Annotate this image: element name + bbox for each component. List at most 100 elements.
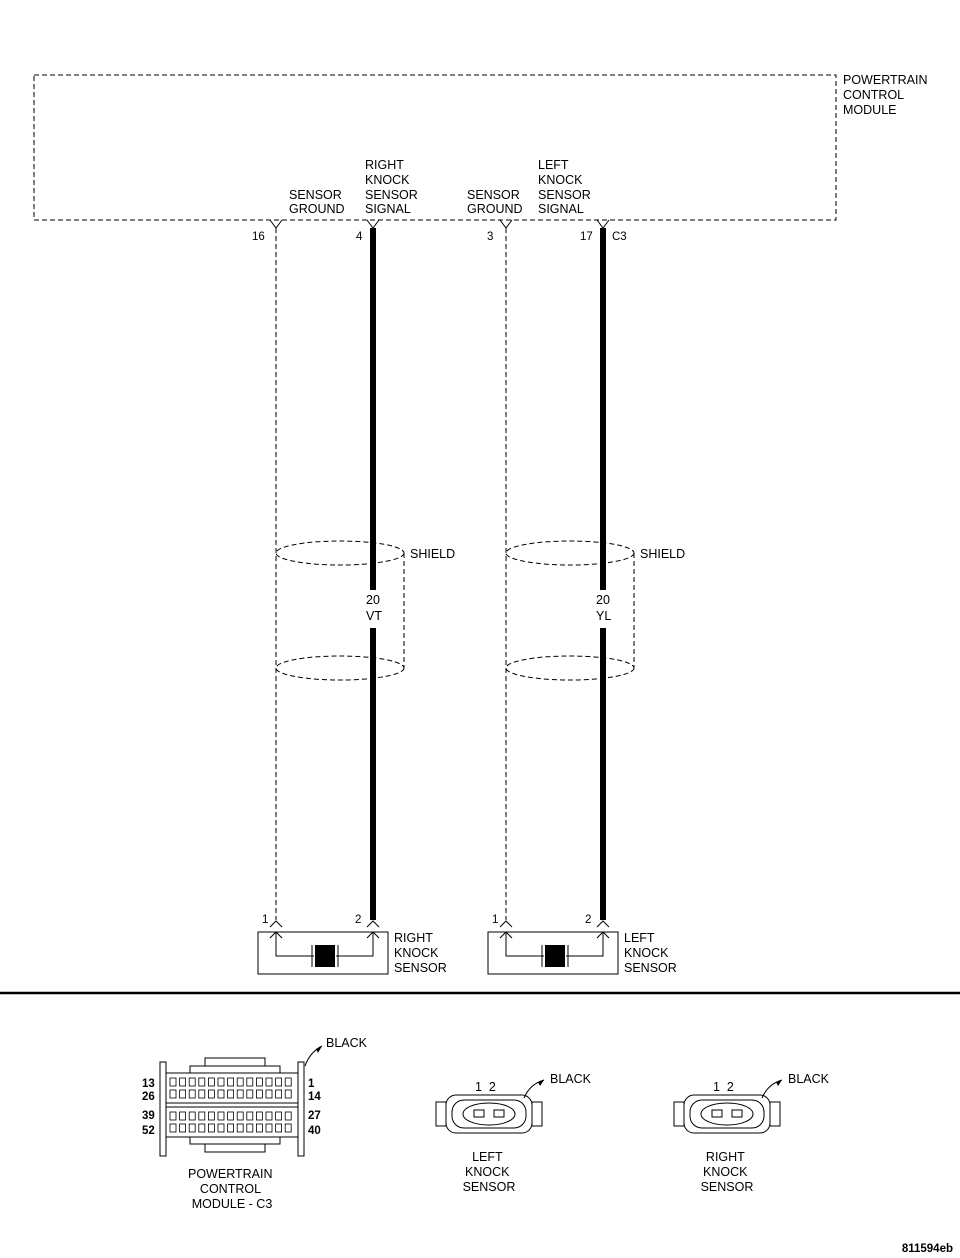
pin-cavity (236, 1111, 244, 1121)
circuit-label-sensor-ground-right: SENSOR GROUND (289, 188, 345, 216)
shield-left (505, 540, 635, 681)
pin-cavity (188, 1077, 196, 1087)
pin-cavity (275, 1089, 283, 1099)
pin-cavity (227, 1089, 235, 1099)
pin-cavity (179, 1123, 187, 1133)
right-sensor-connector-color: BLACK (788, 1072, 830, 1086)
chevron-icon (269, 931, 283, 939)
chevron-icon (499, 931, 513, 939)
pcm-module-name: POWERTRAIN CONTROL MODULE (843, 73, 931, 117)
pin-cavity (246, 1111, 254, 1121)
pin-16: 16 (252, 231, 265, 243)
pcm-module-box (33, 74, 837, 221)
pin-cavity (217, 1123, 225, 1133)
right-knock-sensor-box (257, 931, 389, 975)
pin-cavity (207, 1123, 215, 1133)
pin-cavity (198, 1089, 206, 1099)
pin-cavity (179, 1089, 187, 1099)
chevron-icon (499, 219, 513, 229)
chevron-icon (269, 219, 283, 229)
chevron-icon (596, 920, 610, 928)
right-sensor-connector-pins: 1 2 (713, 1080, 734, 1094)
chevron-icon (596, 931, 610, 939)
pin-cavity (236, 1077, 244, 1087)
pcm-connector-right-pin-numbers: 1 14 27 40 (308, 1078, 324, 1137)
left-sensor-connector-name: LEFT KNOCK SENSOR (463, 1150, 516, 1194)
right-knock-sensor-connector-view (673, 1094, 781, 1134)
left-knock-sensor-connector-view (435, 1094, 543, 1134)
pin-cavity (207, 1111, 215, 1121)
left-knock-sensor-box (487, 931, 619, 975)
chevron-icon (366, 920, 380, 928)
figure-id: 811594eb (902, 1243, 953, 1255)
chevron-icon (366, 219, 380, 229)
piezo-element-icon (315, 945, 335, 967)
pin-cavity (179, 1111, 187, 1121)
circuit-label-right-knock-signal: RIGHT KNOCK SENSOR SIGNAL (365, 158, 421, 216)
right-sensor-connector-name: RIGHT KNOCK SENSOR (701, 1150, 754, 1194)
shield-right (275, 540, 405, 681)
pin-cavity (246, 1123, 254, 1133)
chevron-icon (269, 920, 283, 928)
pcm-connector-pins (169, 1077, 292, 1133)
pcm-c3-connector-view (159, 1057, 305, 1157)
circuit-label-sensor-ground-left: SENSOR GROUND (467, 188, 523, 216)
pin-cavity (265, 1111, 273, 1121)
chevron-icon (366, 931, 380, 939)
pin-cavity (188, 1089, 196, 1099)
pin-cavity (217, 1111, 225, 1121)
pin-cavity (265, 1089, 273, 1099)
pin-cavity (236, 1089, 244, 1099)
pcm-connector-left-pin-numbers: 13 26 39 52 (142, 1078, 158, 1137)
pin-cavity (169, 1077, 177, 1087)
pin-cavity (227, 1123, 235, 1133)
right-knock-sensor-label: RIGHT KNOCK SENSOR (394, 931, 447, 975)
pin-cavity (284, 1089, 292, 1099)
pin-cavity (217, 1089, 225, 1099)
pin-cavity (198, 1077, 206, 1087)
shield-label-right: SHIELD (410, 547, 455, 561)
pin-cavity (227, 1077, 235, 1087)
pin-cavity (207, 1077, 215, 1087)
sensor-pin-2: 2 (585, 914, 591, 926)
pin-cavity (236, 1123, 244, 1133)
pin-3: 3 (487, 231, 493, 243)
pin-cavity (246, 1077, 254, 1087)
left-sensor-connector-pins: 1 2 (475, 1080, 496, 1094)
pin-cavity (169, 1111, 177, 1121)
pin-cavity (255, 1077, 263, 1087)
sensor-pin-1: 1 (492, 914, 498, 926)
wire-label-left: 20 YL (596, 593, 613, 623)
pin-cavity (198, 1123, 206, 1133)
piezo-element-icon (545, 945, 565, 967)
pin-cavity (265, 1123, 273, 1133)
pin-cavity (227, 1111, 235, 1121)
arrowhead-icon (776, 1080, 782, 1086)
chevron-icon (499, 920, 513, 928)
left-knock-sensor-label: LEFT KNOCK SENSOR (624, 931, 677, 975)
pin-cavity (217, 1077, 225, 1087)
pin-cavity (188, 1123, 196, 1133)
circuit-label-left-knock-signal: LEFT KNOCK SENSOR SIGNAL (538, 158, 594, 216)
shield-label-left: SHIELD (640, 547, 685, 561)
connector-c3-label: C3 (612, 231, 627, 243)
pin-cavity (265, 1077, 273, 1087)
pin-cavity (255, 1111, 263, 1121)
arrowhead-icon (316, 1046, 322, 1053)
pin-cavity (284, 1077, 292, 1087)
pin-cavity (275, 1111, 283, 1121)
pin-cavity (275, 1077, 283, 1087)
chevron-icon (596, 219, 610, 229)
pin-cavity (246, 1089, 254, 1099)
pin-cavity (188, 1111, 196, 1121)
pin-cavity (207, 1089, 215, 1099)
pin-cavity (169, 1123, 177, 1133)
pin-cavity (255, 1123, 263, 1133)
pin-cavity (255, 1089, 263, 1099)
sensor-pin-2: 2 (355, 914, 361, 926)
pin-4: 4 (356, 231, 363, 243)
left-sensor-connector-color: BLACK (550, 1072, 592, 1086)
sensor-pin-1: 1 (262, 914, 268, 926)
